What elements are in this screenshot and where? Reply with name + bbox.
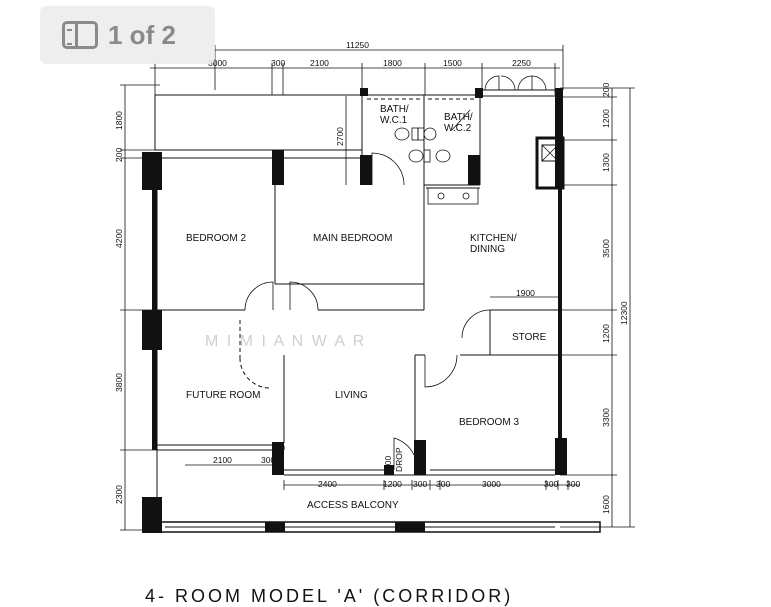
dim-bath-height: 2700 [335,127,345,146]
refuse-chute-icon [535,136,565,190]
dim-right-overall: 12300 [619,301,629,325]
plan-caption: 4- ROOM MODEL 'A' (CORRIDOR) [145,586,514,606]
dim-right-3: 1300 [601,153,611,172]
dim-right-6: 3300 [601,408,611,427]
label-future-room: FUTURE ROOM [186,390,260,401]
dim-top-3: 2100 [310,58,329,68]
entry-door-top [483,75,555,97]
dim-right-5: 1200 [601,324,611,343]
dim-left-1: 1800 [114,111,124,130]
dim-bottom-5: 3000 [482,479,501,489]
dim-left-3: 4200 [114,229,124,248]
label-bath-wc2-line1: BATH/ [444,112,473,123]
interior-partitions [156,184,558,476]
label-kitchen-line2: DINING [470,244,505,255]
dim-top-4: 1800 [383,58,402,68]
label-bath-wc1-line1: BATH/ [380,104,409,115]
dim-top-6: 2250 [512,58,531,68]
dim-right-7: 1600 [601,495,611,514]
right-dimension-lines [560,87,635,528]
label-kitchen-line1: KITCHEN/ [470,233,517,244]
label-bedroom-2: BEDROOM 2 [186,233,246,244]
label-access-balcony: ACCESS BALCONY [307,500,399,511]
left-dimension-lines [120,84,160,531]
dim-left-2: 200 [114,148,124,162]
bottom-dimension-lines [283,480,580,490]
dim-bottom-2: 1200 [383,479,402,489]
label-living: LIVING [335,390,368,401]
dim-top-1: 3000 [208,58,227,68]
label-drop-dim: 100 [383,456,393,470]
dim-store-width: 1900 [516,288,535,298]
dim-top-5: 1500 [443,58,462,68]
page-indicator-badge[interactable]: 1 of 2 [40,6,215,64]
top-ledge [154,94,362,159]
dim-right-4: 3500 [601,239,611,258]
top-dimension-lines [150,45,564,95]
watermark-text: M I M I A N W A R [205,333,366,350]
dim-future-room-width: 2100 [213,455,232,465]
dim-top-2: 300 [271,58,285,68]
gallery-icon [62,21,98,49]
label-bath-wc1-line2: W.C.1 [380,115,408,126]
dim-bottom-7: 300 [566,479,580,489]
bathroom-block [361,94,481,186]
label-bath-wc2-line2: W.C.2 [444,123,472,134]
dim-bottom-6: 300 [544,479,558,489]
dim-bottom-3: 300 [413,479,427,489]
dim-bottom-1: 2400 [318,479,337,489]
label-store: STORE [512,332,547,343]
dim-bottom-4: 300 [436,479,450,489]
dim-right-2: 1200 [601,109,611,128]
page-indicator-text: 1 of 2 [108,19,176,50]
label-bedroom-3: BEDROOM 3 [459,417,519,428]
dim-left-5: 2300 [114,485,124,504]
dim-overall-width: 11250 [346,40,369,50]
dim-future-room-wall: 300 [261,455,275,465]
label-drop: DROP [394,447,404,472]
dim-left-4: 3800 [114,373,124,392]
dim-right-1: 200 [601,83,611,97]
access-balcony [156,450,601,533]
label-main-bedroom: MAIN BEDROOM [313,233,392,244]
